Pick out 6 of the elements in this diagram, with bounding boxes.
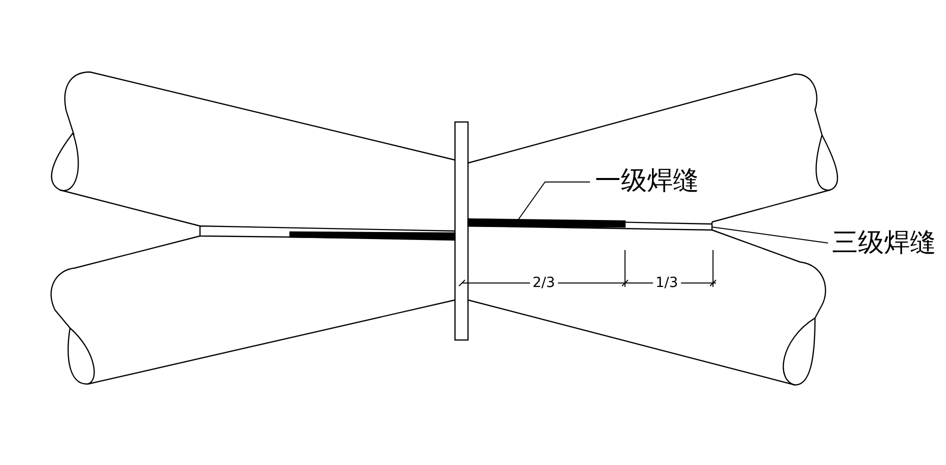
dimension-label: 1/3 [652, 276, 682, 290]
leader-line [518, 182, 590, 220]
weld-label: 一级焊缝 [595, 168, 699, 194]
weld-label: 三级焊缝 [832, 230, 936, 256]
dimension-label: 2/3 [530, 276, 558, 290]
leader-line [712, 226, 828, 244]
